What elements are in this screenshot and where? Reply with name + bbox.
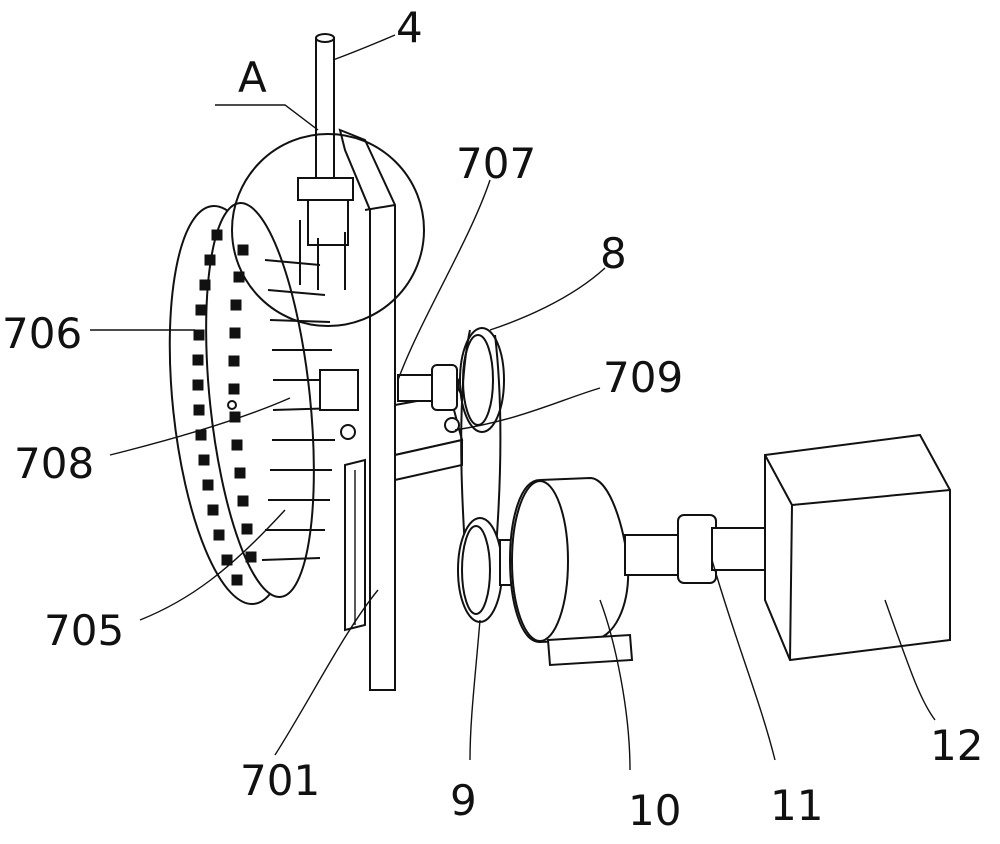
label-9: 9 [450,776,477,825]
label-11: 11 [770,781,823,830]
label-4: 4 [396,3,423,52]
label-10: 10 [628,786,681,835]
coupling-11 [624,514,771,584]
label-709: 709 [603,353,683,402]
shaft-bracket-709 [340,364,473,482]
part-labels: 4 A 707 8 706 709 708 705 701 9 10 11 12 [2,3,983,835]
label-708: 708 [14,439,94,488]
pulley-9 [457,517,503,623]
label-A: A [238,53,267,102]
label-12: 12 [930,721,983,770]
plate-701 [338,128,396,691]
label-705: 705 [44,606,124,655]
label-8: 8 [600,229,627,278]
leader-lines [90,34,936,771]
label-701: 701 [240,756,320,805]
collar [297,177,354,290]
label-707: 707 [456,139,536,188]
disc-706 [168,202,315,606]
label-706: 706 [2,309,82,358]
detail-circle-A [231,133,425,327]
gearbox-12 [764,433,951,662]
motor-10 [499,476,634,667]
rod-4 [315,33,335,189]
